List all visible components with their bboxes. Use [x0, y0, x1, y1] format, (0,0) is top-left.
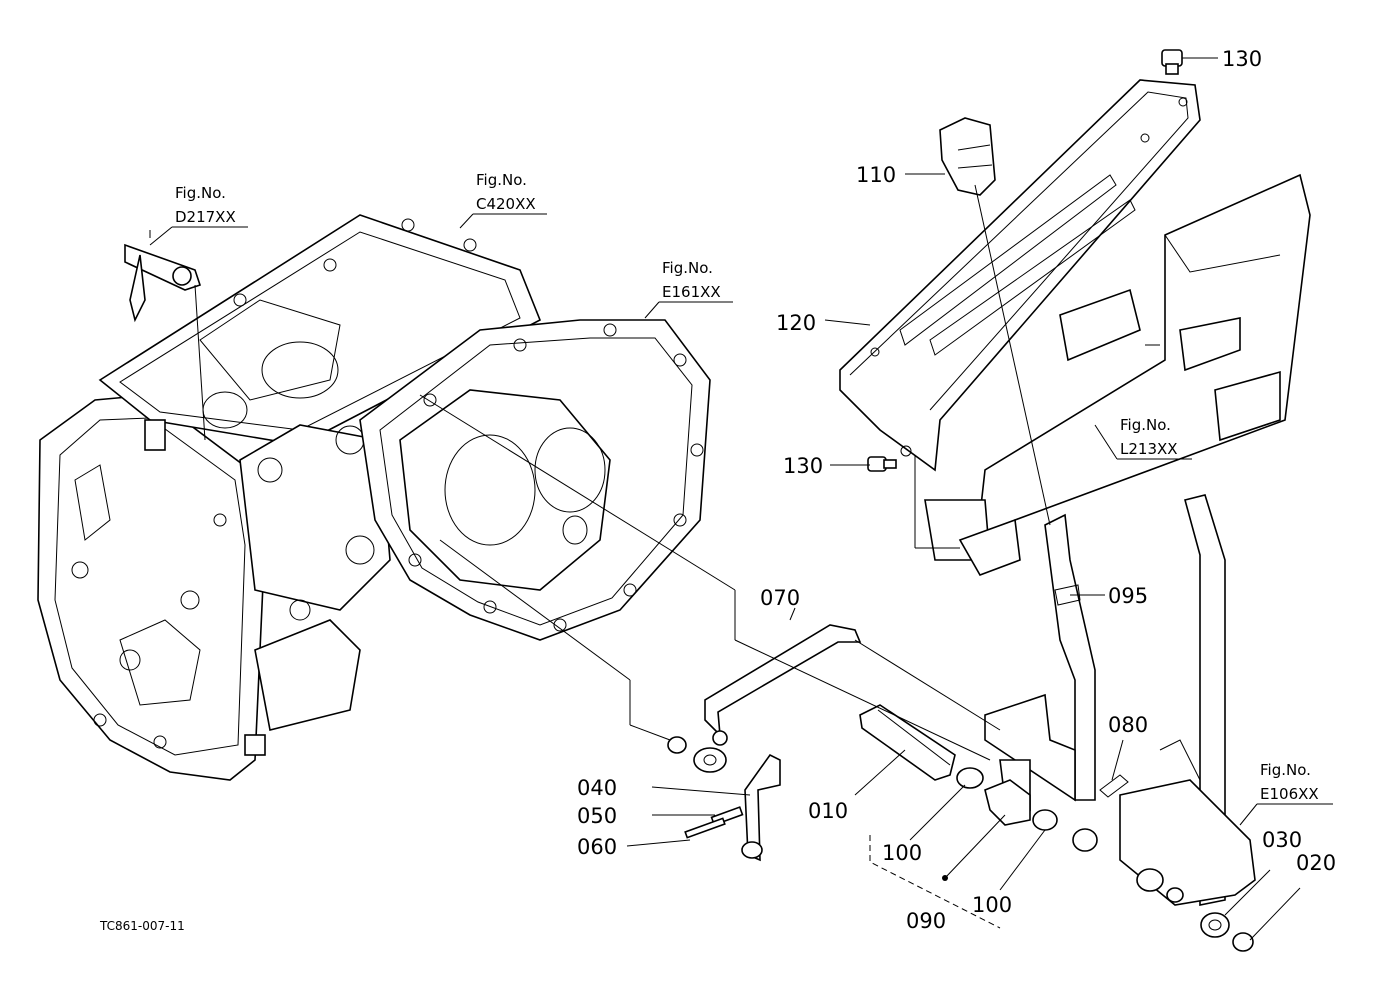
svg-text:D217XX: D217XX: [175, 208, 236, 226]
label-leaders: [149, 57, 1301, 941]
bushing-e106: [1072, 828, 1098, 852]
fig-ref-l213: Fig.No. L213XX: [1094, 416, 1192, 460]
shaft-010: [859, 704, 956, 781]
label-070: 070: [760, 586, 800, 610]
label-020: 020: [1296, 851, 1336, 875]
washer-030: [1200, 912, 1230, 938]
arm-040: [667, 736, 781, 862]
rod-070: [704, 624, 862, 746]
fig-ref-e106: Fig.No. E106XX: [1239, 761, 1333, 826]
svg-text:L213XX: L213XX: [1120, 440, 1178, 458]
label-010: 010: [808, 799, 848, 823]
knob-110: [939, 117, 996, 196]
fig-ref-d217: Fig.No. D217XX: [149, 184, 248, 246]
guide-plate-120: [839, 79, 1201, 472]
svg-text:E106XX: E106XX: [1260, 785, 1319, 803]
label-040: 040: [577, 776, 617, 800]
label-095: 095: [1108, 584, 1148, 608]
clutch-housing: [359, 319, 711, 641]
label-060: 060: [577, 835, 617, 859]
boss-090: [984, 779, 1031, 826]
pedal-bracket-e106: [1119, 494, 1256, 906]
nut-020: [1232, 932, 1254, 952]
svg-text:Fig.No.: Fig.No.: [476, 171, 527, 189]
cotter-pin-080: [1099, 774, 1129, 798]
leader-lines: [194, 184, 1051, 761]
svg-text:E161XX: E161XX: [662, 283, 721, 301]
label-130-left: 130: [783, 454, 823, 478]
label-030: 030: [1262, 828, 1302, 852]
svg-text:Fig.No.: Fig.No.: [175, 184, 226, 202]
svg-text:Fig.No.: Fig.No.: [662, 259, 713, 277]
bolt-130-left: [867, 456, 897, 472]
bushing-100-a: [956, 767, 984, 789]
bolt-130-top: [1161, 49, 1183, 75]
svg-text:Fig.No.: Fig.No.: [1120, 416, 1171, 434]
label-050: 050: [577, 804, 617, 828]
label-080: 080: [1108, 713, 1148, 737]
svg-text:C420XX: C420XX: [476, 195, 536, 213]
label-120: 120: [776, 311, 816, 335]
transmission-housing: [37, 214, 542, 781]
drawing-code: TC861-007-11: [99, 919, 185, 933]
label-090: 090: [906, 909, 946, 933]
bracket-l213: [924, 173, 1311, 576]
label-100-a: 100: [882, 841, 922, 865]
svg-text:Fig.No.: Fig.No.: [1260, 761, 1311, 779]
part-number-labels: 130 110 120 130 095 070 080 040 050 060 …: [577, 47, 1336, 933]
label-110: 110: [856, 163, 896, 187]
label-100-b: 100: [972, 893, 1012, 917]
fig-ref-c420: Fig.No. C420XX: [459, 171, 547, 229]
label-130-top: 130: [1222, 47, 1262, 71]
fig-ref-e161: Fig.No. E161XX: [644, 259, 733, 319]
bushing-100-b: [1032, 809, 1058, 831]
housing-lever-d217: [124, 243, 202, 323]
